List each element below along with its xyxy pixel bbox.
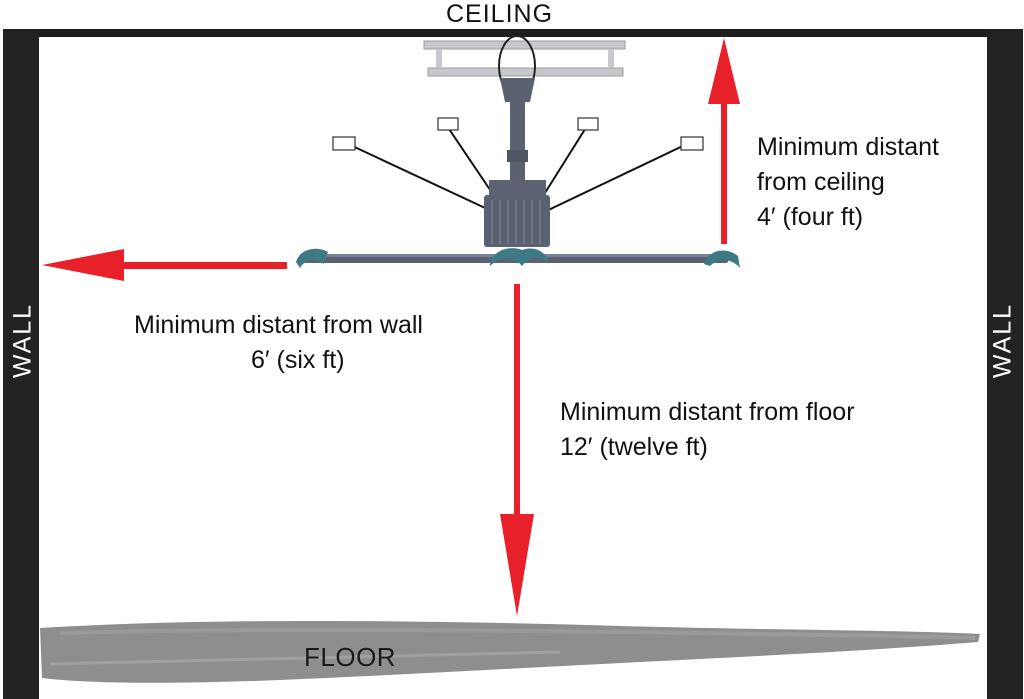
floor-surface [40, 621, 980, 683]
wall-clearance-note: Minimum distant from wall 6′ (six ft) [134, 308, 423, 378]
floor-clearance-note: Minimum distant from floor 12′ (twelve f… [560, 395, 855, 465]
ceiling-line [30, 29, 995, 37]
arrow-to-floor [500, 284, 534, 616]
arrow-to-wall [42, 249, 287, 281]
ceiling-note-line2: from ceiling [757, 168, 885, 196]
floor-note-line1: Minimum distant from floor [560, 398, 855, 426]
ceiling-note-line1: Minimum distant [757, 133, 939, 161]
wall-note-line2: 6′ (six ft) [251, 346, 345, 374]
ceiling-note-line3: 4′ (four ft) [757, 203, 864, 231]
ceiling-label: CEILING [446, 0, 554, 28]
left-wall-label: WALL [8, 302, 37, 379]
fan-downrod [507, 100, 528, 182]
cable-anchors [332, 117, 704, 151]
right-wall-label: WALL [988, 302, 1017, 379]
right-wall [987, 29, 1023, 699]
wall-note-line1: Minimum distant from wall [134, 311, 423, 339]
ceiling-mount [423, 35, 626, 102]
fan-motor [484, 180, 550, 247]
floor-label: FLOOR [304, 642, 397, 672]
fan-blades [296, 248, 740, 268]
arrow-to-ceiling [708, 38, 740, 244]
ceiling-clearance-note: Minimum distant from ceiling 4′ (four ft… [757, 130, 939, 235]
left-wall [3, 29, 39, 699]
floor-note-line2: 12′ (twelve ft) [560, 433, 708, 461]
